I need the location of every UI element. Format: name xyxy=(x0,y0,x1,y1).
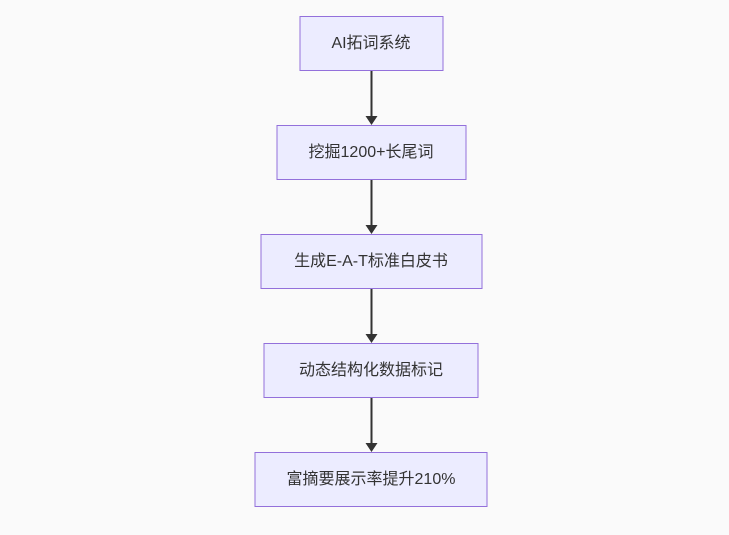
arrow-shaft xyxy=(370,398,372,443)
flow-node-mine-longtail-keywords: 挖掘1200+长尾词 xyxy=(276,125,466,180)
flow-node-dynamic-structured-data-markup: 动态结构化数据标记 xyxy=(263,343,479,398)
flow-arrow-3 xyxy=(365,289,377,343)
arrow-head-down-icon xyxy=(365,225,377,234)
flow-node-label: 挖掘1200+长尾词 xyxy=(308,143,434,161)
flow-node-rich-snippet-rate-increase: 富摘要展示率提升210% xyxy=(254,452,488,507)
flow-node-label: AI拓词系统 xyxy=(331,34,411,52)
flow-arrow-1 xyxy=(365,71,377,125)
arrow-head-down-icon xyxy=(365,334,377,343)
arrow-shaft xyxy=(370,289,372,334)
arrow-head-down-icon xyxy=(365,443,377,452)
arrow-shaft xyxy=(370,71,372,116)
flowchart: AI拓词系统 挖掘1200+长尾词 生成E-A-T标准白皮书 动态结构化数据标记… xyxy=(254,16,488,507)
flow-arrow-2 xyxy=(365,180,377,234)
flow-arrow-4 xyxy=(365,398,377,452)
flow-node-label: 生成E-A-T标准白皮书 xyxy=(294,252,448,270)
flow-node-generate-eat-whitepaper: 生成E-A-T标准白皮书 xyxy=(260,234,482,289)
flow-node-label: 富摘要展示率提升210% xyxy=(286,470,456,488)
flow-node-ai-word-expansion-system: AI拓词系统 xyxy=(299,16,443,71)
arrow-head-down-icon xyxy=(365,116,377,125)
flow-node-label: 动态结构化数据标记 xyxy=(298,361,443,379)
arrow-shaft xyxy=(370,180,372,225)
